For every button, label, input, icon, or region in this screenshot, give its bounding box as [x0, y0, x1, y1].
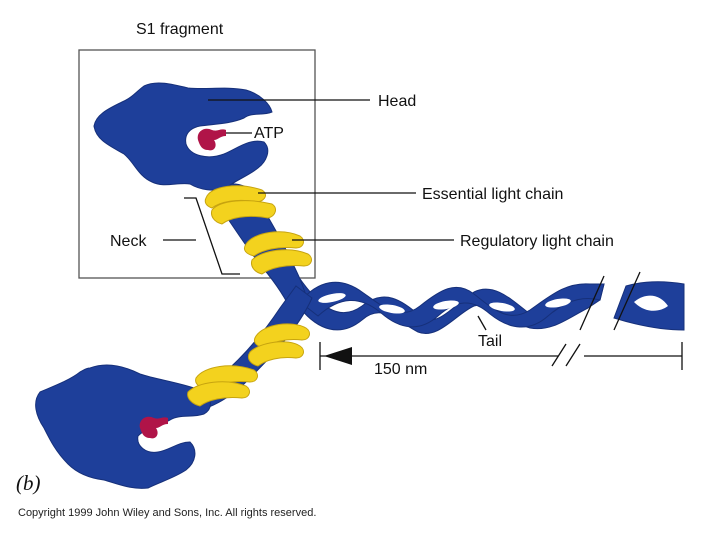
tail-distal-segment [613, 281, 685, 331]
tail [297, 271, 685, 334]
lower-myosin-head [35, 364, 211, 489]
tail-break-mark [613, 271, 641, 331]
copyright-notice: Copyright 1999 John Wiley and Sons, Inc.… [18, 507, 316, 519]
regulatory-light-chain-lower [247, 323, 310, 367]
essential-light-chain-label: Essential light chain [422, 186, 563, 203]
length-scale-arrowhead [324, 347, 352, 365]
length-label: 150 nm [374, 361, 427, 378]
essential-light-chain-upper [204, 185, 276, 225]
regulatory-light-chain-label: Regulatory light chain [460, 233, 614, 250]
upper-myosin-head [93, 82, 273, 191]
regulatory-light-chain-upper [243, 231, 312, 275]
atp-molecule-lower [139, 416, 168, 439]
atp-label: ATP [254, 125, 284, 142]
panel-letter: (b) [16, 471, 41, 495]
head-label: Head [378, 93, 416, 110]
tail-coil-gaps [318, 293, 571, 314]
length-scale [319, 342, 683, 370]
tail-label: Tail [478, 333, 502, 350]
s1-fragment-label: S1 fragment [136, 21, 224, 38]
tail-leader-line [477, 315, 487, 331]
tail-break-mark [579, 275, 605, 331]
neck-bracket [163, 197, 240, 275]
neck-label: Neck [110, 233, 147, 250]
essential-light-chain-lower [187, 365, 258, 407]
atp-molecule-upper [197, 128, 226, 151]
s1-fragment-box [78, 49, 316, 279]
